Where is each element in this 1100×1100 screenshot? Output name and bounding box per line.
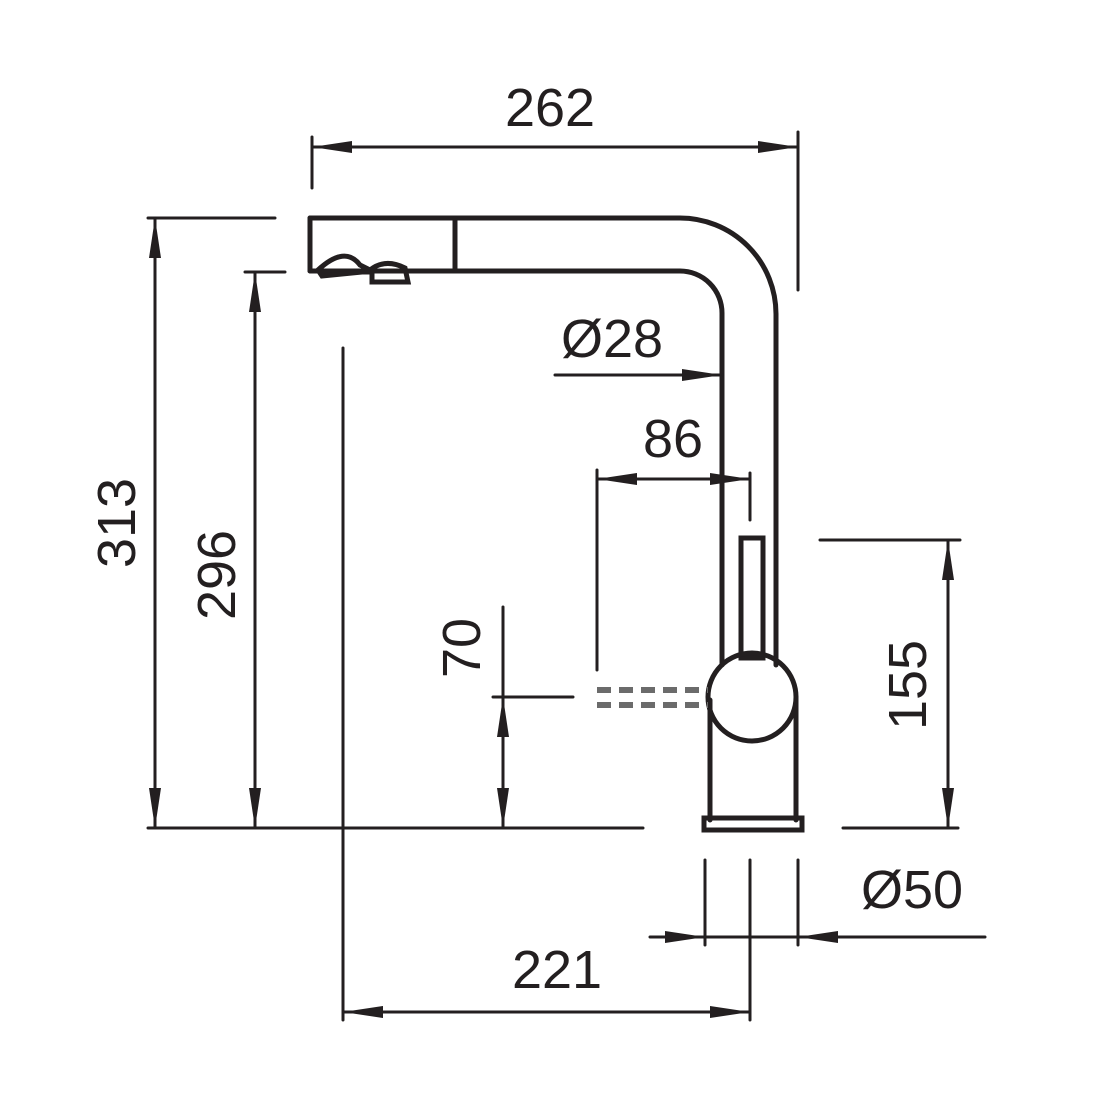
faucet-outline (307, 215, 805, 833)
dimension-86: 86 (595, 409, 752, 672)
dimension-label: 262 (505, 78, 595, 138)
dimension-label: 313 (87, 478, 147, 568)
dimension-label: 155 (878, 640, 938, 730)
base (701, 815, 805, 833)
dimension-diameter-50: Ø50 (648, 858, 987, 1022)
dimension-313: 313 (87, 216, 277, 830)
dimension-label: 296 (187, 530, 247, 620)
dimension-label: Ø28 (561, 309, 663, 369)
dimension-diameter-28: Ø28 (553, 309, 724, 381)
dimension-label: Ø50 (861, 860, 963, 920)
dimension-label: 86 (643, 409, 703, 469)
dimension-221: 221 (341, 940, 752, 1018)
dimension-label: 70 (432, 618, 492, 678)
spout-outer (307, 215, 779, 668)
handle-lever (738, 535, 766, 661)
spray-nozzle (314, 253, 412, 285)
handle-ball (705, 650, 799, 744)
dimension-296: 296 (187, 270, 287, 830)
body (707, 694, 799, 823)
dimension-70: 70 (432, 605, 575, 830)
spout-inner (307, 268, 725, 668)
dimension-262: 262 (310, 78, 800, 292)
dimension-155: 155 (818, 538, 962, 830)
dimension-label: 221 (512, 940, 602, 1000)
